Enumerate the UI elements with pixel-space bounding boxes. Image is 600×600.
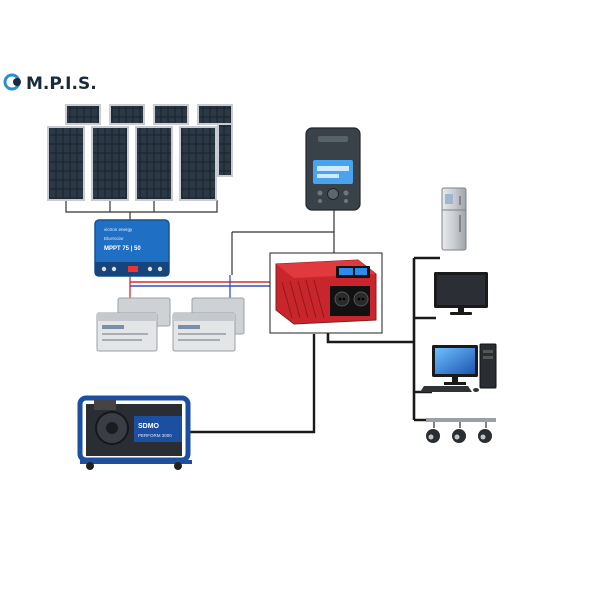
charge-controller-icon xyxy=(94,219,170,277)
generator-brand: SDMO xyxy=(138,423,160,430)
computer-icon xyxy=(420,343,497,392)
solar-panels xyxy=(47,104,233,201)
battery-icon xyxy=(96,297,245,352)
logo: M.P.I.S. xyxy=(3,73,97,94)
logo-icon xyxy=(3,73,21,91)
batteries xyxy=(96,297,245,352)
generator: SDMO PERFORM 3000 xyxy=(77,395,192,470)
remote-display xyxy=(305,127,361,211)
logo-text: M.P.I.S. xyxy=(26,74,97,94)
wiring xyxy=(65,200,440,434)
spotlights xyxy=(426,418,496,443)
generator-model: PERFORM 3000 xyxy=(138,433,172,438)
tv-icon xyxy=(434,272,488,315)
tv xyxy=(434,272,488,315)
solar-panel-icon xyxy=(47,104,233,201)
charge-controller-sub: BlueSolar xyxy=(104,236,124,241)
charge-controller: victron energy BlueSolar MPPT 75 | 50 xyxy=(94,219,170,277)
charge-controller-model: MPPT 75 | 50 xyxy=(104,246,141,252)
spotlight-icon xyxy=(426,418,496,443)
charge-controller-brand: victron energy xyxy=(104,227,133,232)
inverter-icon xyxy=(275,259,377,325)
inverter xyxy=(269,252,383,334)
generator-icon xyxy=(77,395,192,470)
remote-display-icon xyxy=(305,127,361,211)
fridge-icon xyxy=(441,187,467,251)
fridge xyxy=(441,187,467,251)
computer xyxy=(420,343,497,392)
